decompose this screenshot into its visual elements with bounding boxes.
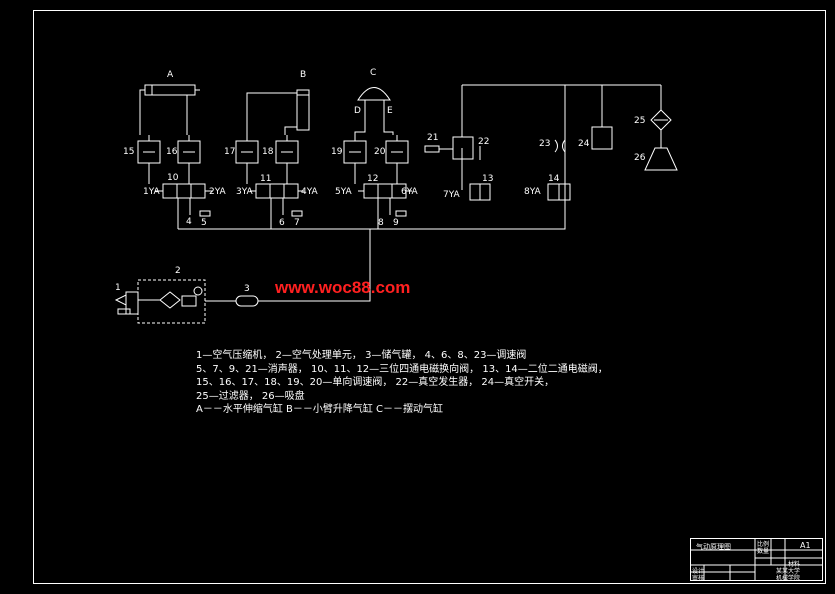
mufflers (199, 210, 407, 217)
throttle-23 (554, 139, 566, 153)
label-14: 14 (548, 174, 560, 184)
label-20: 20 (374, 147, 386, 157)
designer-label: 设计 (692, 568, 705, 575)
label-6: 6 (279, 218, 285, 228)
label-5: 5 (201, 218, 207, 228)
label-c: C (370, 68, 377, 78)
label-9: 9 (393, 218, 399, 228)
label-15: 15 (123, 147, 135, 157)
exhaust-lines (177, 198, 391, 229)
scale-label: 比例 (757, 541, 770, 548)
label-11: 11 (260, 174, 272, 184)
label-16: 16 (166, 147, 178, 157)
label-10: 10 (167, 173, 179, 183)
label-21: 21 (427, 133, 439, 143)
filter-25 (650, 109, 672, 131)
label-12: 12 (367, 174, 379, 184)
directional-valve-11 (250, 183, 304, 199)
label-6ya: 6YA (401, 187, 418, 197)
label-19: 19 (331, 147, 343, 157)
compressor-1 (114, 291, 139, 315)
reviewer-label: 审核 (692, 575, 705, 582)
air-tank-3 (235, 295, 259, 307)
quantity-label: 数量 (757, 548, 770, 555)
component-legend: 1—空气压缩机， 2—空气处理单元， 3—储气罐， 4、6、8、23—调速阀 5… (196, 349, 608, 417)
label-7ya: 7YA (443, 190, 460, 200)
muffler-21 (424, 145, 440, 153)
legend-line: 25—过滤器， 26—吸盘 (196, 390, 305, 402)
swing-cylinder-c (354, 87, 394, 135)
valve-links (148, 135, 398, 184)
treatment-unit-2 (137, 279, 206, 324)
material-label: 材料 (788, 561, 801, 568)
label-23: 23 (539, 139, 551, 149)
vacuum-line (461, 84, 560, 190)
watermark-text: www.woc88.com (275, 278, 411, 297)
label-e: E (387, 106, 393, 116)
sheet-size: A1 (800, 541, 811, 550)
label-25: 25 (634, 116, 646, 126)
department-name: 机械学院 (776, 575, 801, 582)
suction-cup-26 (644, 147, 678, 171)
cylinder-a (139, 84, 200, 135)
label-3: 3 (244, 284, 250, 294)
label-24: 24 (578, 139, 590, 149)
drawing-title: 气动原理图 (696, 543, 731, 551)
directional-valve-12 (358, 183, 412, 199)
directional-valve-10 (155, 183, 213, 199)
label-4: 4 (186, 217, 192, 227)
label-2: 2 (175, 266, 181, 276)
label-22: 22 (478, 137, 490, 147)
legend-line: A－－水平伸缩气缸 B－－小臂升降气缸 C－－摆动气缸 (196, 404, 444, 415)
label-8: 8 (378, 218, 384, 228)
label-18: 18 (262, 147, 274, 157)
label-b: B (300, 70, 307, 80)
label-17: 17 (224, 147, 236, 157)
title-block: 气动原理图 A1 比例 数量 材料 设计 审核 某某大学 机械学院 (690, 538, 822, 582)
label-4ya: 4YA (301, 187, 318, 197)
label-1ya: 1YA (143, 187, 160, 197)
legend-line: 5、7、9、21—消声器， 10、11、12—三位四通电磁换向阀， 13、14—… (196, 363, 608, 375)
label-5ya: 5YA (335, 187, 352, 197)
label-3ya: 3YA (236, 187, 253, 197)
label-2ya: 2YA (209, 187, 226, 197)
label-d: D (354, 106, 361, 116)
label-26: 26 (634, 153, 646, 163)
title-block-frame (690, 538, 823, 581)
label-7: 7 (294, 218, 300, 228)
legend-line: 1—空气压缩机， 2—空气处理单元， 3—储气罐， 4、6、8、23—调速阀 (196, 350, 527, 361)
label-1: 1 (115, 283, 121, 293)
drawing-frame (33, 10, 826, 584)
vacuum-switch-24 (591, 126, 613, 150)
legend-line: 15、16、17、18、19、20—单向调速阀， 22—真空发生器， 24—真空… (196, 377, 555, 388)
label-8ya: 8YA (524, 187, 541, 197)
vacuum-generator (452, 136, 474, 160)
cylinder-b (246, 89, 310, 135)
label-13: 13 (482, 174, 494, 184)
school-name: 某某大学 (776, 568, 801, 575)
label-a: A (167, 70, 174, 80)
